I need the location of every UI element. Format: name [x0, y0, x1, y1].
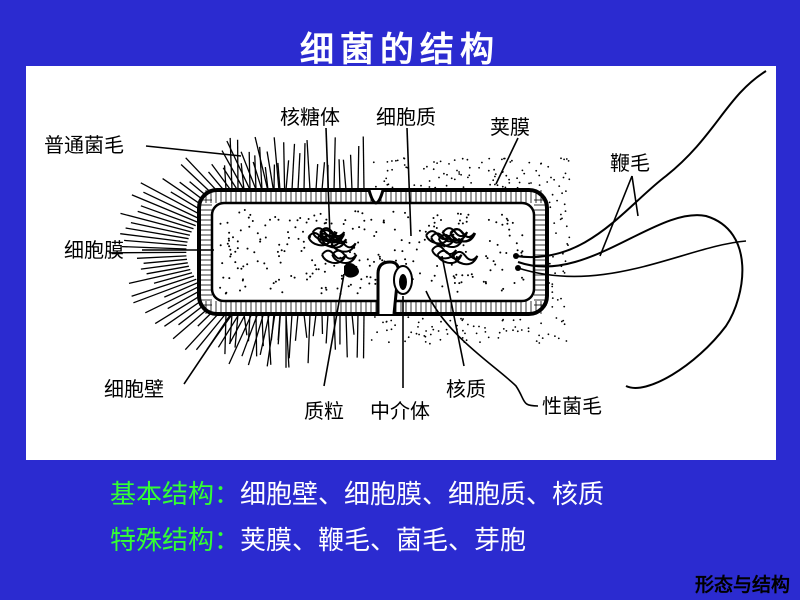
leader-plasmid: [323, 273, 345, 387]
flagellum-3: [517, 240, 747, 278]
label-cytoplasm: 细胞质: [376, 105, 436, 129]
label-cell-wall: 细胞壁: [104, 377, 164, 401]
label-ribosome: 核糖体: [280, 105, 340, 129]
slide-title: 细菌的结构: [300, 30, 500, 70]
label-mesosome: 中介体: [370, 399, 430, 423]
summary-special-key: 特殊结构：: [110, 526, 241, 556]
label-flagella: 鞭毛: [610, 151, 650, 175]
leader-flagella-a: [599, 175, 633, 257]
bacteria-structure-diagram: 普通菌毛 核糖体 细胞质 荚膜 鞭毛 细胞膜 细胞壁 质粒 中介体 核质 性菌毛: [26, 66, 776, 460]
summary-basic-structure: 基本结构：细胞壁、细胞膜、细胞质、核质: [110, 474, 604, 511]
sex-pilus: [425, 290, 539, 407]
summary-special-structure: 特殊结构：荚膜、鞭毛、菌毛、芽胞: [110, 520, 526, 557]
leader-cytoplasm: [406, 127, 412, 237]
label-plasmid: 质粒: [304, 399, 344, 423]
label-nucleoid: 核质: [446, 377, 486, 401]
footer-tag: 形态与结构: [694, 574, 790, 596]
summary-basic-items: 细胞壁、细胞膜、细胞质、核质: [240, 480, 605, 510]
leader-capsule: [495, 137, 519, 185]
leader-flagella-b: [631, 175, 639, 217]
label-capsule: 荚膜: [490, 115, 530, 139]
leader-nucleoid: [441, 255, 465, 367]
septum-notch: [367, 189, 385, 205]
leader-cell-wall: [183, 313, 232, 385]
label-sex-pilus: 性菌毛: [542, 394, 602, 418]
label-common-pili: 普通菌毛: [44, 133, 124, 157]
summary-special-items: 荚膜、鞭毛、菌毛、芽胞: [240, 526, 527, 556]
leader-common-pili: [145, 145, 242, 157]
plasmid: [344, 263, 359, 278]
flagellum-2: [517, 214, 744, 389]
leader-ribosome: [325, 127, 331, 237]
flagellum-1: [515, 70, 767, 259]
summary-basic-key: 基本结构：: [110, 480, 241, 510]
label-cell-membrane: 细胞膜: [64, 238, 124, 262]
capsule-region: [370, 157, 571, 345]
